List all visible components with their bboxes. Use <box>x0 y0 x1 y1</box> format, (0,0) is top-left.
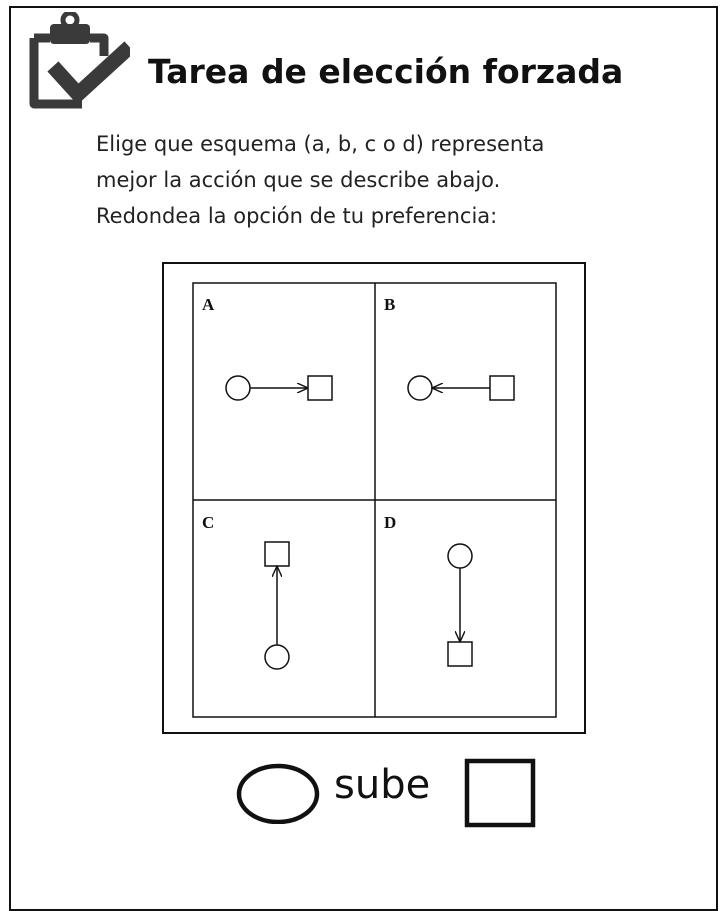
option-c[interactable]: C <box>194 501 374 716</box>
instructions: Elige que esquema (a, b, c o d) represen… <box>96 126 656 234</box>
instruction-line: Redondea la opción de tu preferencia: <box>96 204 498 228</box>
option-a[interactable]: A <box>194 284 374 499</box>
instruction-line: mejor la acción que se describe abajo. <box>96 168 501 192</box>
answer-word: sube <box>334 762 431 808</box>
instruction-line: Elige que esquema (a, b, c o d) represen… <box>96 132 545 156</box>
option-c-label: C <box>202 513 214 532</box>
option-b[interactable]: B <box>376 284 555 499</box>
option-b-label: B <box>384 295 395 314</box>
page-title: Tarea de elección forzada <box>148 52 624 91</box>
option-d-circle <box>447 543 473 569</box>
answer-square <box>464 758 536 828</box>
option-c-circle <box>264 644 290 670</box>
option-a-square <box>307 375 333 401</box>
option-b-circle <box>407 375 433 401</box>
option-d[interactable]: D <box>376 501 555 716</box>
option-d-square <box>447 641 473 667</box>
option-b-square <box>489 375 515 401</box>
answer-row: sube <box>236 756 546 828</box>
answer-circle <box>236 763 320 824</box>
diagram-outer-frame <box>162 262 586 734</box>
option-d-label: D <box>384 513 396 532</box>
option-a-label: A <box>202 295 215 314</box>
clipboard-check-icon <box>29 12 130 109</box>
option-a-circle <box>225 375 251 401</box>
option-c-square <box>264 541 290 567</box>
options-diagram: A B C D <box>162 262 586 734</box>
